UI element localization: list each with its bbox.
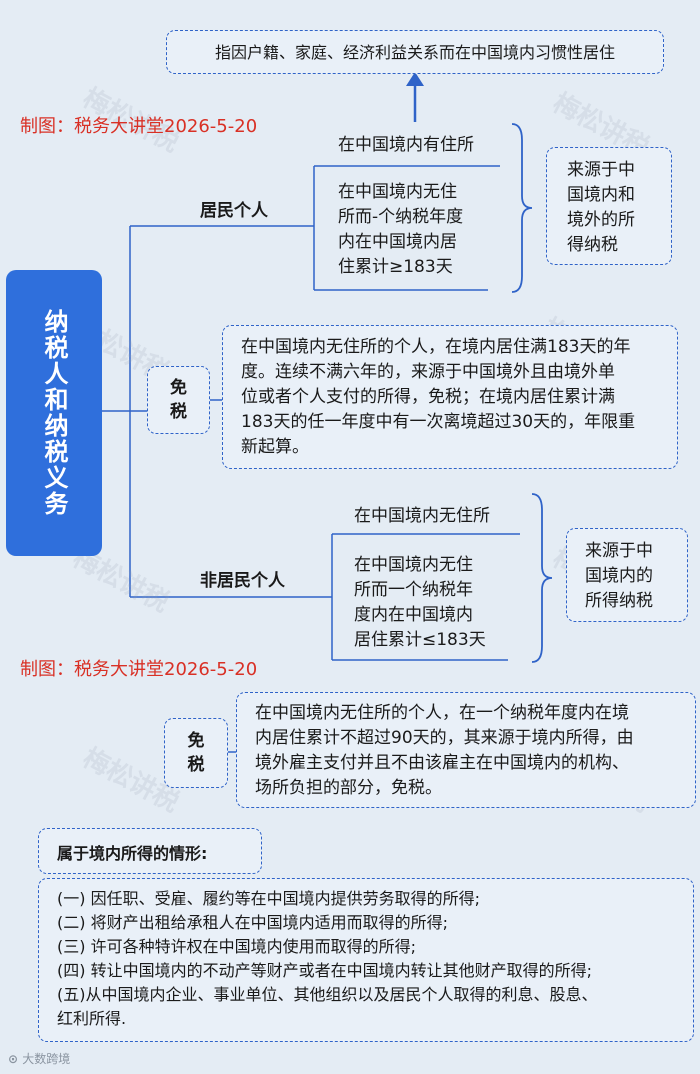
resident-tax-scope: 来源于中 国境内和 境外的所 得纳税: [546, 147, 672, 265]
list-item: (五)从中国境内企业、事业单位、其他组织以及居民个人取得的利息、股息、: [57, 985, 598, 1004]
footer-logo: ⊙ 大数跨境: [8, 1052, 71, 1066]
habitual-residence-note: 指因户籍、家庭、经济利益关系而在中国境内习惯性居住: [166, 30, 664, 74]
main-title: 纳税人和纳税义务: [6, 270, 102, 556]
list-item: 红利所得.: [57, 1009, 127, 1028]
resident-label: 居民个人: [200, 201, 268, 221]
nonresident-condition-domicile: 在中国境内无住所: [354, 506, 490, 526]
nonresident-label: 非居民个人: [200, 571, 285, 591]
resident-condition-days: 在中国境内无住 所而-个纳税年度 内在中国境内居 住累计≥183天: [338, 182, 464, 277]
exempt-label: 免 税: [147, 366, 210, 434]
list-item: (二) 将财产出租给承租人在中国境内适用而取得的所得;: [57, 913, 448, 932]
list-item: (三) 许可各种特许权在中国境内使用而取得的所得;: [57, 937, 416, 956]
nonresident-exemption-text: 在中国境内无住所的个人，在一个纳税年度内在境 内居住累计不超过90天的，其来源于…: [236, 692, 696, 808]
resident-exemption-text: 在中国境内无住所的个人，在境内居住满183天的年 度。连续不满六年的，来源于中国…: [222, 325, 678, 469]
list-item: (四) 转让中国境内的不动产等财产或者在中国境内转让其他财产取得的所得;: [57, 961, 592, 980]
list-item: (一) 因任职、受雇、履约等在中国境内提供劳务取得的所得;: [57, 889, 480, 908]
resident-condition-domicile: 在中国境内有住所: [338, 135, 474, 155]
domestic-income-heading: 属于境内所得的情形:: [38, 828, 262, 874]
nonresident-tax-scope: 来源于中 国境内的 所得纳税: [566, 528, 688, 622]
credit-label: 制图：税务大讲堂2026-5-20: [20, 659, 258, 680]
exempt-label: 免 税: [164, 718, 228, 788]
logo-icon: ⊙: [8, 1052, 23, 1066]
nonresident-condition-days: 在中国境内无住 所而一个纳税年 度内在中国境内 居住累计≤183天: [354, 555, 486, 650]
credit-label: 制图：税务大讲堂2026-5-20: [20, 116, 258, 137]
domestic-income-list: (一) 因任职、受雇、履约等在中国境内提供劳务取得的所得; (二) 将财产出租给…: [38, 878, 694, 1042]
